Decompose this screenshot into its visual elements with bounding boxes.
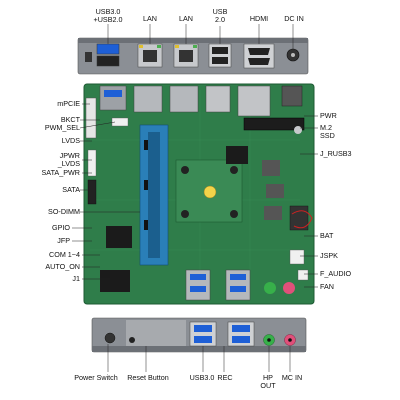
label-power-switch: Power Switch: [74, 373, 118, 382]
label-reset-button: Reset Button: [127, 373, 169, 382]
label-j-rusb3: J_RUSB3: [320, 149, 352, 158]
label-jfp: JFP: [57, 236, 70, 245]
label-rec: REC: [217, 373, 233, 382]
label-fan: FAN: [320, 282, 334, 291]
label-top-lan-2: LAN: [179, 14, 193, 23]
label-usb30-usb20-text: USB3.0 +USB2.0: [93, 7, 123, 24]
label-mpcie: mPCIE: [57, 99, 80, 108]
bottom-leader-lines: [107, 344, 291, 372]
label-top-dc-in: DC IN: [284, 14, 304, 23]
label-bat: BAT: [320, 231, 334, 240]
label-usb30: USB3.0: [189, 373, 215, 382]
label-jpwr-lvds: JPWR _LVDS: [57, 151, 80, 168]
label-pwr: PWR: [320, 111, 337, 120]
label-usb30-usb20: USB3.0 +USB2.0: [94, 8, 123, 24]
top-leader-lines: [107, 24, 294, 49]
label-auto-on: AUTO_ON: [45, 262, 80, 271]
label-mc-in: MC IN: [281, 373, 303, 382]
label-top-hdmi: HDMI: [249, 14, 269, 23]
label-com: COM 1~4: [49, 250, 80, 259]
label-bkct: BKCT: [60, 115, 80, 124]
bottom-power-switch: [104, 332, 116, 344]
label-lvds: LVDS: [61, 136, 80, 145]
right-leader-lines: [300, 115, 318, 288]
mainboard-pcb: [83, 83, 315, 305]
label-so-dimm: SO-DIMM: [48, 207, 80, 216]
label-top-lan-1: LAN: [143, 14, 157, 23]
label-j1: J1: [72, 274, 80, 283]
label-pwm-sel: PWM_SEL: [44, 123, 80, 132]
top-usb20-port: [96, 55, 120, 67]
label-f-audio: F_AUDIO: [320, 269, 352, 278]
label-hp-out: HP OUT: [260, 373, 276, 390]
bottom-io-panel: [91, 317, 307, 353]
label-m2-ssd: M.2 SSD: [320, 123, 335, 140]
top-usb30-port: [96, 43, 120, 55]
bottom-reset-button: [129, 337, 135, 343]
label-top-usb20: USB 2.0: [212, 7, 228, 24]
label-gpio: GPIO: [52, 223, 70, 232]
left-leader-lines: [72, 103, 140, 280]
label-sata-pwr: SATA_PWR: [41, 168, 80, 177]
top-io-panel: [77, 37, 309, 75]
label-sata: SATA: [62, 185, 80, 194]
label-jspk: JSPK: [320, 251, 338, 260]
